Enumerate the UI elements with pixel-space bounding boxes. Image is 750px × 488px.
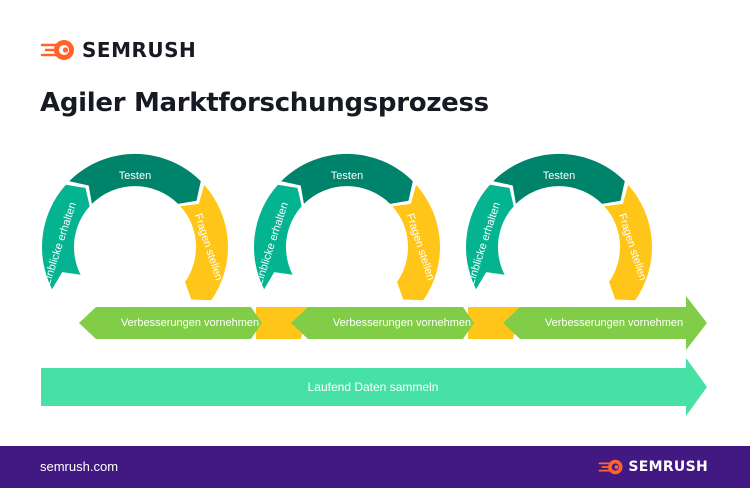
base-arrow-shape [41, 358, 707, 416]
semrush-fireball-icon [598, 459, 623, 475]
page-title: Agiler Marktforschungsprozess [40, 88, 489, 118]
label-testen: Testen [119, 170, 151, 182]
label-verbesserungen: Verbesserungen vornehmen [121, 317, 259, 329]
segment-testen [493, 153, 625, 204]
footer-logo: SEMRUSH [598, 458, 708, 476]
footer: semrush.com SEMRUSH [0, 446, 750, 488]
label-verbesserungen: Verbesserungen vornehmen [333, 317, 471, 329]
segment-einblicke [253, 184, 302, 290]
connector-wedge-1 [256, 307, 309, 339]
arrow-verbesserungen [291, 307, 474, 339]
arrow-verbesserungen [503, 296, 707, 350]
label-verbesserungen: Verbesserungen vornehmen [545, 317, 683, 329]
connector-wedge-2 [468, 307, 521, 339]
base-arrow-label: Laufend Daten sammeln [308, 380, 439, 394]
label-testen: Testen [331, 170, 363, 182]
segment-fragen [180, 184, 228, 301]
segment-einblicke [41, 184, 90, 290]
segment-einblicke [465, 184, 514, 290]
segment-fragen [392, 184, 440, 301]
segment-fragen [604, 184, 652, 301]
semrush-fireball-icon [40, 40, 74, 60]
label-testen: Testen [543, 170, 575, 182]
segment-testen [281, 153, 413, 204]
semrush-logo: SEMRUSH [40, 38, 196, 62]
segment-testen [69, 153, 201, 204]
arrow-verbesserungen [79, 307, 262, 339]
footer-url[interactable]: semrush.com [40, 459, 119, 474]
footer-brand: SEMRUSH [628, 459, 708, 475]
base-arrow: Laufend Daten sammeln [41, 358, 707, 416]
brand-name: SEMRUSH [82, 38, 197, 62]
